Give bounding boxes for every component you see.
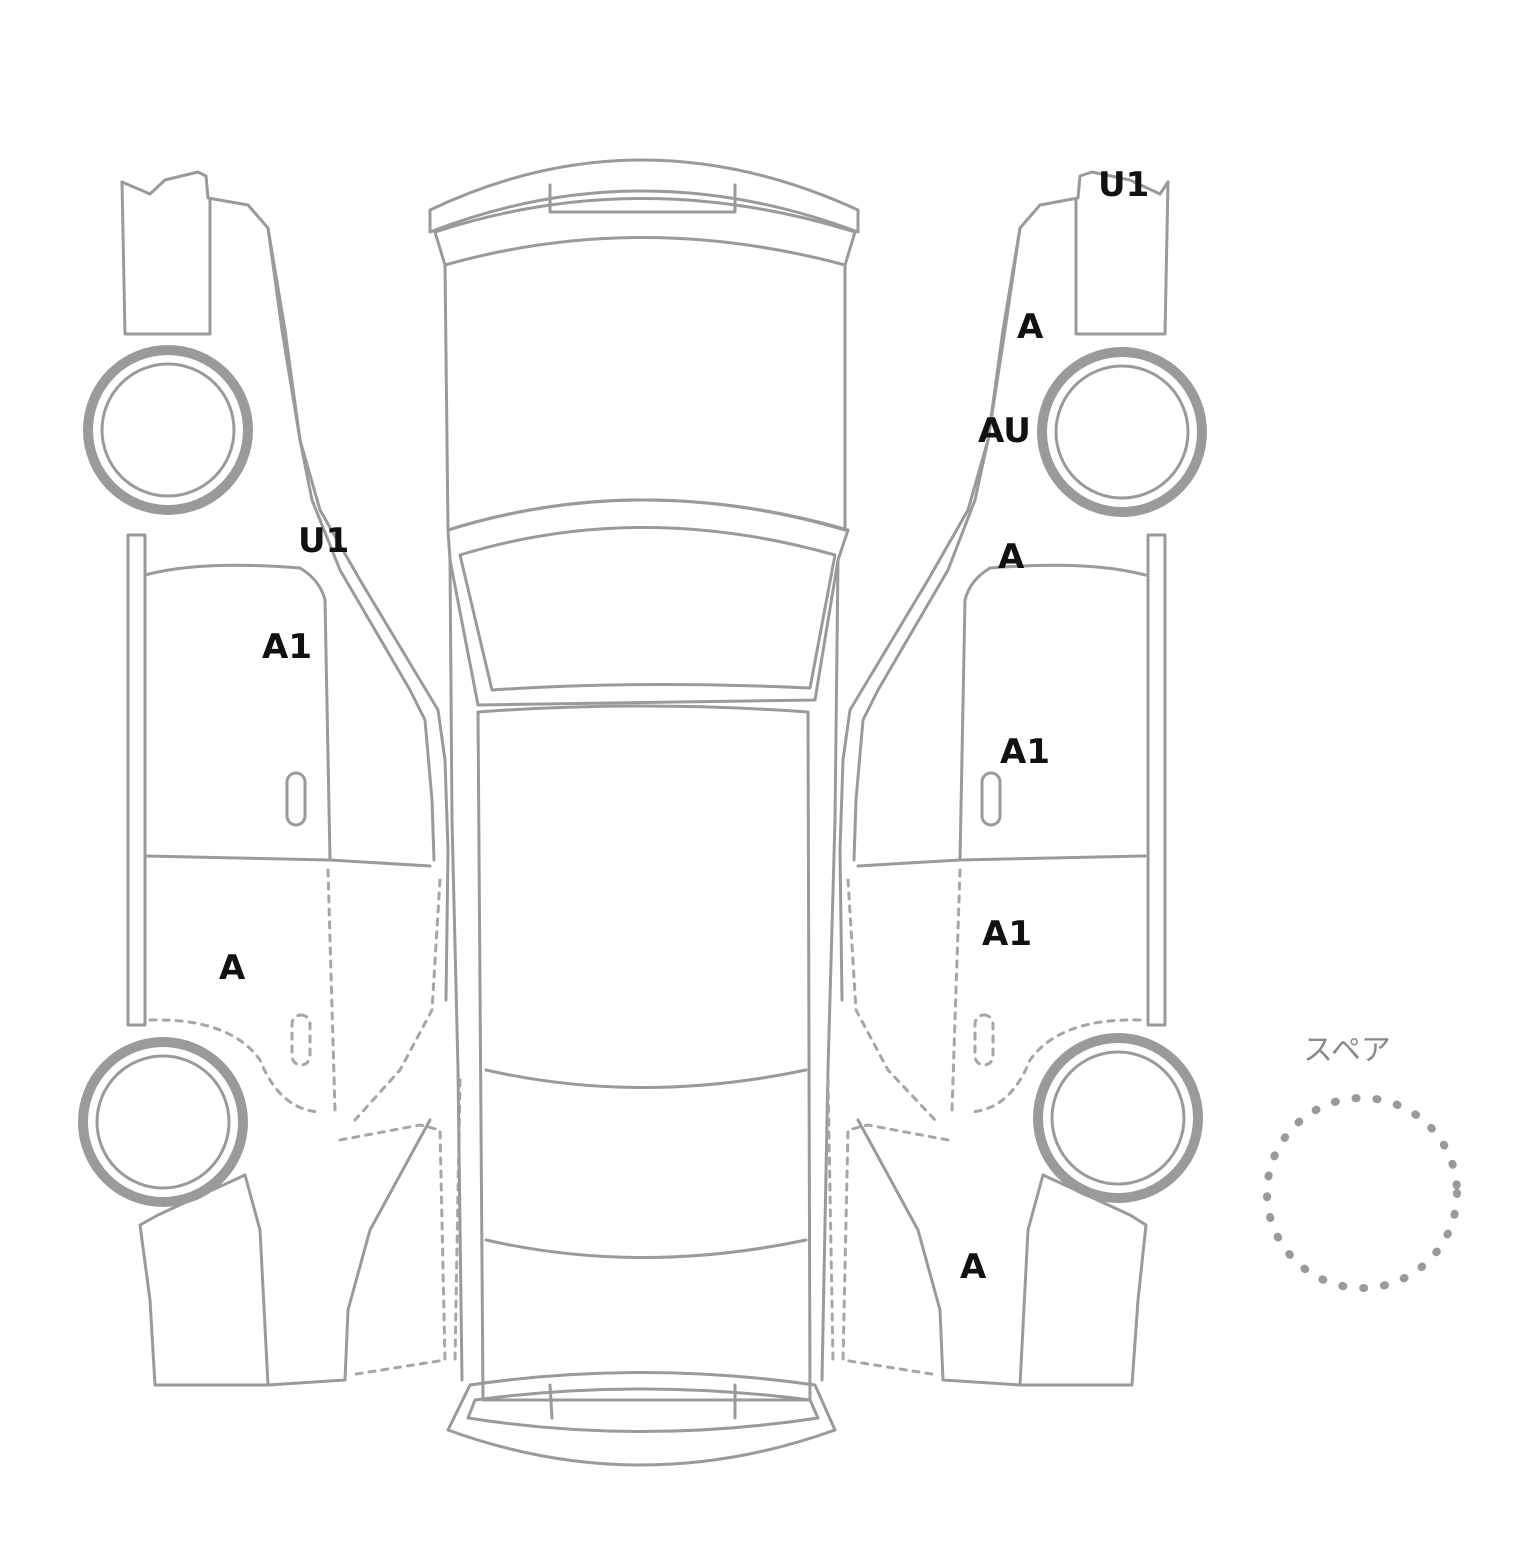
marker-right-rear-quarter: A — [960, 1247, 987, 1287]
left-rear-quarter-outline — [138, 1173, 270, 1387]
left-c-pillar — [266, 1118, 432, 1387]
spare-tire-circle — [1263, 1094, 1461, 1292]
top-hood — [443, 263, 847, 532]
top-windshield-inner — [458, 526, 837, 692]
right-a-pillar-inner — [852, 226, 1022, 862]
top-rear-bumper — [446, 1371, 837, 1467]
right-rear-quarter-outline — [1018, 1173, 1148, 1387]
left-front-bumper-outline — [120, 180, 212, 336]
left-front-door-handle — [285, 771, 307, 827]
left-rear-door-dashed — [326, 868, 442, 1122]
marker-right-front-fender: A — [1017, 307, 1044, 347]
top-windshield-outer — [446, 498, 850, 707]
top-roof — [476, 704, 812, 1402]
marker-right-front-wheel-arch: AU — [978, 411, 1031, 451]
top-left-body-side — [448, 558, 464, 1382]
right-front-bumper-outline — [1074, 180, 1170, 336]
top-view — [428, 158, 860, 1467]
left-rear-door-handle — [290, 1013, 312, 1067]
marker-left-front-door: A1 — [262, 627, 312, 667]
left-rocker-panel — [126, 533, 147, 1027]
right-rear-door-dashed — [846, 868, 962, 1122]
left-front-tire-graphic — [83, 345, 253, 515]
right-front-door-outline — [958, 563, 1147, 862]
top-front-bumper — [428, 158, 860, 234]
left-rear-door-upper — [328, 858, 432, 868]
marker-right-front-door: A1 — [1000, 732, 1050, 772]
right-c-pillar — [856, 1118, 1022, 1387]
top-rear-bumper-inner — [466, 1387, 820, 1433]
right-rear-wheel-arch-dashed — [968, 1018, 1142, 1114]
left-a-pillar-inner — [266, 226, 436, 862]
top-front-grille — [548, 183, 737, 214]
left-side-view — [120, 170, 462, 1387]
top-right-body-side — [820, 558, 840, 1382]
left-rear-quarter-dashed — [338, 1078, 462, 1377]
marker-right-rear-door: A1 — [982, 914, 1032, 954]
right-rear-door-upper — [856, 858, 962, 868]
right-rear-door-handle — [973, 1013, 995, 1067]
right-front-tire-graphic — [1037, 347, 1207, 517]
marker-right-a-pillar: A — [998, 537, 1025, 577]
left-rear-tire-graphic — [78, 1037, 248, 1207]
right-front-fender-outline — [838, 170, 1170, 1002]
left-front-door-outline — [143, 563, 332, 862]
spare-tire-label: スペア — [1303, 1033, 1391, 1068]
top-rear-plate — [548, 1383, 737, 1420]
right-rear-quarter-dashed — [826, 1078, 950, 1377]
marker-right-front-fender-top: U1 — [1098, 165, 1150, 205]
top-rear-window-line — [484, 1068, 808, 1089]
right-rear-tire-graphic — [1033, 1033, 1203, 1203]
top-tailgate-line — [484, 1238, 808, 1259]
marker-left-a-pillar: U1 — [298, 521, 350, 561]
right-front-door-handle — [980, 771, 1002, 827]
left-front-fender-outline — [120, 170, 450, 1002]
marker-left-rear-door: A — [219, 948, 246, 988]
right-side-view — [826, 170, 1170, 1387]
left-rear-wheel-arch-dashed — [148, 1018, 322, 1114]
right-rocker-panel — [1146, 533, 1167, 1027]
